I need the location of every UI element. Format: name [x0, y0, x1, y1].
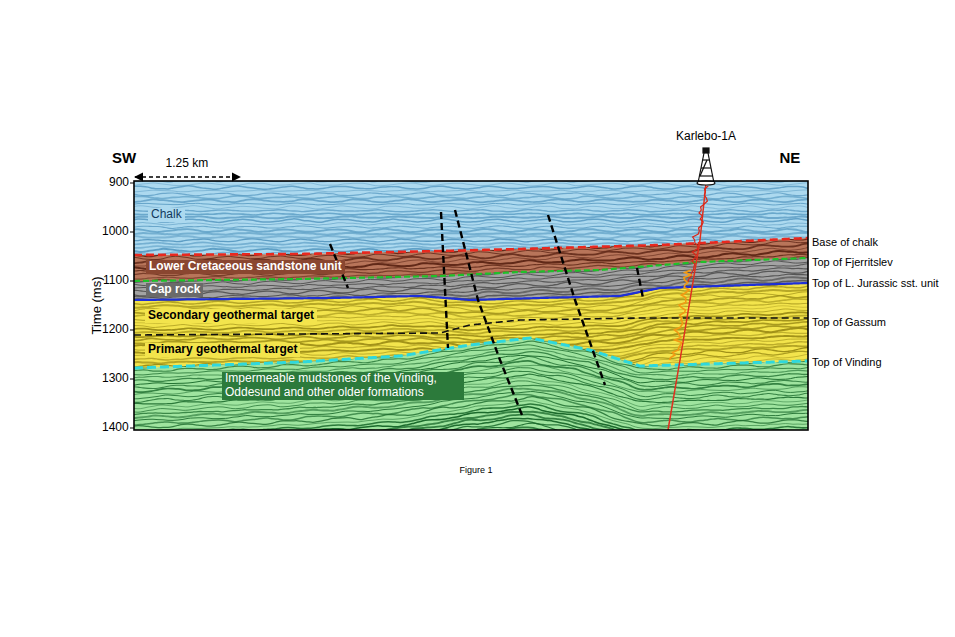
reflector — [128, 216, 813, 218]
direction-label: SW — [112, 149, 136, 166]
well-name: Karlebo-1A — [676, 130, 736, 144]
seismic-layers — [128, 176, 813, 464]
reflector — [128, 219, 813, 223]
axis-tick-label: 1300 — [102, 372, 129, 386]
layer-label: Primary geothermal target — [145, 343, 300, 357]
reflector — [128, 186, 813, 189]
reflector — [128, 233, 813, 235]
layer-label: Chalk — [148, 208, 185, 222]
fault-line — [548, 215, 605, 385]
reflector — [128, 229, 813, 232]
axis-tick-label: 1100 — [103, 274, 129, 288]
reflector — [128, 431, 813, 461]
layer-label: Impermeable mudstones of the Vinding, Od… — [222, 372, 464, 400]
axis-tick — [130, 183, 134, 184]
scale-bar — [135, 176, 240, 177]
axis-tick — [130, 428, 134, 429]
well-path — [668, 183, 706, 430]
horizon-label: Top of Gassum — [812, 316, 886, 329]
reflector — [128, 427, 813, 458]
axis-tick — [130, 281, 134, 282]
axis-tick-label: 1200 — [102, 323, 129, 337]
axis-tick-label: 1400 — [102, 421, 129, 435]
horizon-label: Top of Vinding — [812, 356, 882, 369]
horizon-label: Top of Fjerritslev — [812, 256, 893, 269]
reflector — [128, 176, 813, 180]
axis-tick — [130, 330, 134, 331]
horizon-label: Top of L. Jurassic sst. unit — [812, 277, 939, 290]
reflector — [128, 203, 813, 205]
horizon-line — [134, 338, 808, 368]
reflector — [128, 306, 813, 324]
reflector — [128, 423, 813, 454]
layer-label: Secondary geothermal target — [145, 309, 317, 323]
well-log — [670, 270, 691, 360]
layer-label: Cap rock — [146, 283, 203, 297]
seismic-reflectors — [128, 335, 813, 464]
horizon-line — [134, 238, 808, 255]
reflector — [128, 325, 813, 343]
fault-line — [441, 212, 448, 348]
reflector — [128, 236, 813, 239]
layer-label: Lower Cretaceous sandstone unit — [146, 260, 345, 274]
axis-title: Time (ms) — [90, 276, 105, 334]
reflector — [128, 421, 813, 452]
reflector — [128, 196, 813, 199]
direction-label: NE — [780, 149, 801, 166]
horizon-label: Base of chalk — [812, 236, 878, 249]
reflector — [128, 199, 813, 202]
reflector — [128, 209, 813, 211]
scale-label: 1.25 km — [166, 157, 209, 171]
reflector — [128, 190, 813, 192]
reflector — [128, 407, 813, 438]
fault-line — [455, 210, 522, 415]
reflector — [128, 193, 813, 196]
axis-tick-label: 1000 — [102, 225, 129, 239]
well-log — [688, 186, 708, 282]
well-derrick — [697, 148, 715, 185]
figure-caption: Figure 1 — [460, 465, 493, 475]
axis-tick-label: 900 — [109, 176, 129, 190]
reflector — [128, 213, 813, 215]
reflector — [128, 433, 813, 464]
reflector — [128, 418, 813, 448]
horizon-line — [134, 283, 808, 300]
axis-tick — [130, 379, 134, 380]
reflector — [128, 223, 813, 226]
reflector — [128, 322, 813, 341]
axis-tick — [130, 232, 134, 233]
section-frame — [134, 181, 808, 430]
reflector — [128, 206, 813, 209]
fault-line — [637, 268, 643, 298]
reflector — [128, 226, 813, 229]
